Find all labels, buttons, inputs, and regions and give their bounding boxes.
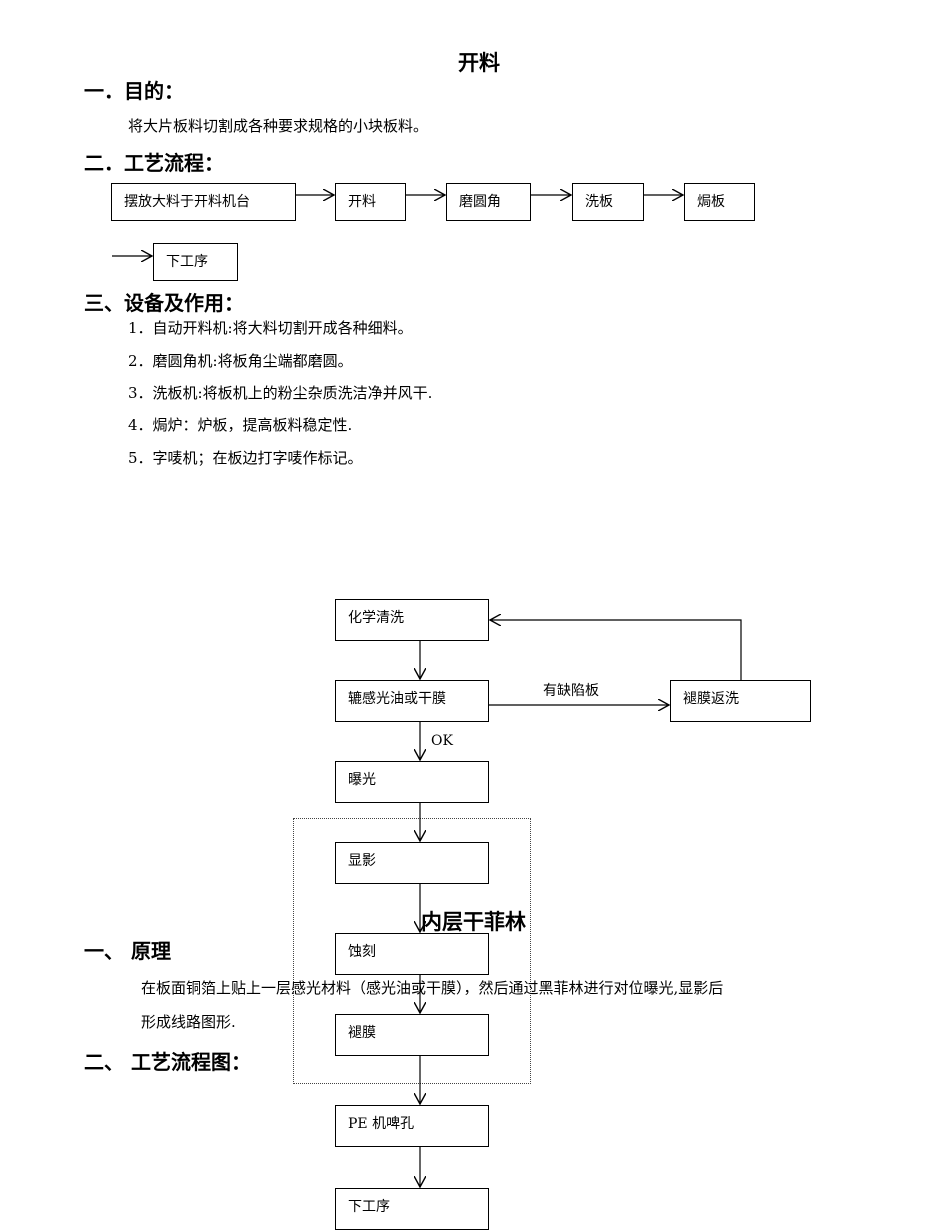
- equipment-item: 1．自动开料机:将大料切割开成各种细料。: [128, 319, 413, 337]
- equipment-item: 4．焗炉：炉板，提高板料稳定性.: [128, 416, 353, 434]
- flow-node-coat: 辘感光油或干膜: [335, 680, 489, 722]
- ok-label: OK: [431, 733, 453, 749]
- flow-node-chem-clean: 化学清洗: [335, 599, 489, 641]
- principle-heading: 一、 原理: [84, 939, 171, 963]
- process-step-next: 下工序: [153, 243, 238, 281]
- equipment-item: 5．字唛机；在板边打字唛作标记。: [128, 449, 363, 467]
- flow-node-strip: 褪膜: [335, 1014, 489, 1056]
- dotted-group-frame: [293, 818, 531, 1084]
- process-heading: 二．工艺流程：: [84, 151, 224, 175]
- page-title-inner-dry-film: 内层干菲林: [421, 910, 526, 934]
- flow-node-etch: 蚀刻: [335, 933, 489, 975]
- flow-node-develop: 显影: [335, 842, 489, 884]
- defect-label: 有缺陷板: [543, 683, 599, 699]
- principle-text-line1: 在板面铜箔上贴上一层感光材料（感光油或干膜），然后通过黑菲林进行对位曝光,显影后: [141, 979, 724, 997]
- arrow-return-loop: [490, 620, 742, 681]
- process-step-wash: 洗板: [572, 183, 644, 221]
- flow-node-expose: 曝光: [335, 761, 489, 803]
- flow-heading: 二、 工艺流程图：: [84, 1050, 251, 1074]
- process-step-cutting: 开料: [335, 183, 406, 221]
- process-step-round-corner: 磨圆角: [446, 183, 531, 221]
- page-title-cutting: 开料: [458, 51, 500, 75]
- flow-node-next: 下工序: [335, 1188, 489, 1230]
- purpose-text: 将大片板料切割成各种要求规格的小块板料。: [128, 117, 429, 135]
- principle-text-line2: 形成线路图形.: [141, 1013, 236, 1031]
- flow-node-pe-punch: PE 机啤孔: [335, 1105, 489, 1147]
- flow-node-strip-rework: 褪膜返洗: [670, 680, 811, 722]
- equipment-item: 3．洗板机:将板机上的粉尘杂质洗洁净并风干.: [128, 384, 433, 402]
- process-step-place-material: 摆放大料于开料机台: [111, 183, 296, 221]
- equipment-heading: 三、设备及作用：: [84, 291, 244, 315]
- equipment-item: 2．磨圆角机:将板角尘端都磨圆。: [128, 352, 353, 370]
- process-step-bake: 焗板: [684, 183, 755, 221]
- purpose-heading: 一．目的：: [84, 79, 184, 103]
